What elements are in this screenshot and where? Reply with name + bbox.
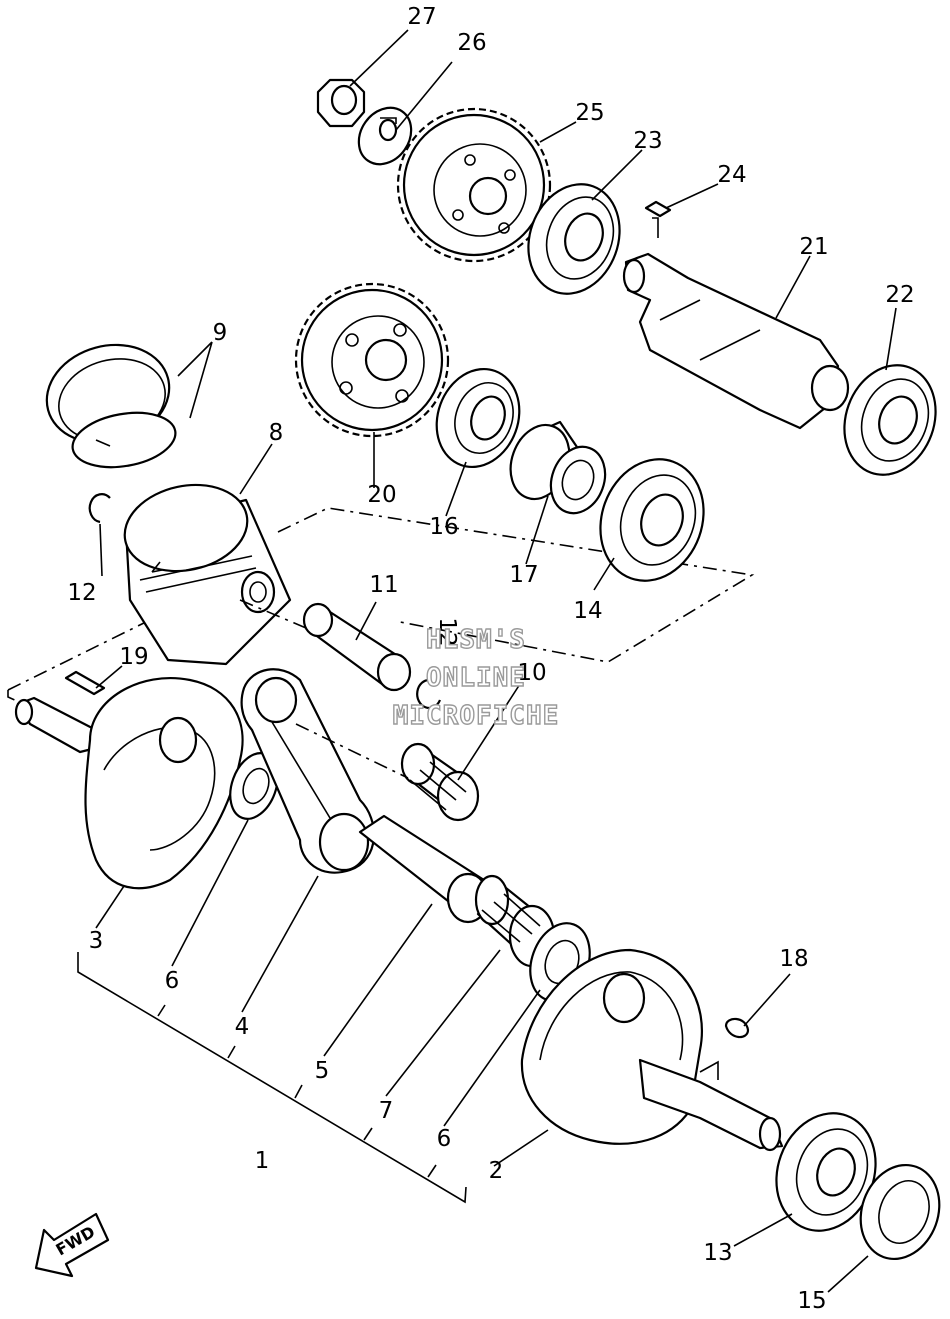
- callout-11: 11: [369, 572, 398, 598]
- callout-26: 26: [457, 30, 486, 56]
- key-19: [64, 670, 106, 696]
- callout-18: 18: [779, 946, 808, 972]
- callout-17: 17: [509, 562, 538, 588]
- piston-rings-9: [45, 343, 177, 469]
- bearing-14: [599, 458, 705, 582]
- callout-3: 3: [89, 928, 104, 954]
- piston-pin-11: [302, 602, 412, 692]
- callout-4: 4: [235, 1014, 250, 1040]
- crank-2-right: [520, 948, 784, 1152]
- callout-23: 23: [633, 128, 662, 154]
- woodruff-key-18: [724, 1017, 750, 1039]
- bearing-group-bracket: [277, 507, 755, 663]
- callout-10: 10: [517, 660, 546, 686]
- callout-19: 19: [119, 644, 148, 670]
- callout-labels: 1 2 3 4 5 6 6 7 8 9 10 11 12 12 13 14 15…: [67, 4, 914, 1314]
- forward-direction-arrow: FWD: [34, 1212, 110, 1278]
- callout-13: 13: [703, 1240, 732, 1266]
- callout-12-right: 12: [434, 617, 460, 646]
- circlip-12-right: [416, 678, 442, 710]
- watermark: HLSM'S ONLINE MICROFICHE: [392, 624, 560, 731]
- watermark-line-2: ONLINE: [426, 663, 526, 693]
- bearing-13: [775, 1112, 877, 1232]
- watermark-line-1: HLSM'S: [426, 625, 526, 655]
- bearing-16: [435, 367, 521, 469]
- key-24: [644, 200, 672, 238]
- callout-14: 14: [573, 598, 602, 624]
- lock-washer-26: [357, 106, 413, 166]
- washer-6-left: [229, 752, 279, 820]
- balancer-shaft-21: [622, 252, 850, 430]
- callout-12-left: 12: [67, 580, 96, 606]
- gear-25: [396, 107, 552, 263]
- callout-6-left: 6: [165, 968, 180, 994]
- callout-27: 27: [407, 4, 436, 30]
- needle-bearing-10: [400, 742, 480, 822]
- callout-9: 9: [213, 320, 228, 346]
- circlip-12-left: [88, 493, 111, 524]
- callout-24: 24: [717, 162, 746, 188]
- callout-5: 5: [315, 1058, 330, 1084]
- piston-8: [123, 483, 292, 666]
- callout-8: 8: [269, 420, 284, 446]
- callout-16: 16: [429, 514, 458, 540]
- crank-pin-5: [358, 814, 490, 924]
- callout-21: 21: [799, 234, 828, 260]
- collar-17: [509, 420, 607, 515]
- callout-15: 15: [797, 1288, 826, 1314]
- connecting-rod-4: [240, 668, 375, 874]
- oil-seal-15: [859, 1163, 941, 1261]
- callout-7: 7: [379, 1098, 394, 1124]
- bearing-22: [843, 364, 937, 476]
- assembly-bracket: [7, 619, 467, 1204]
- leader-lines: [95, 29, 897, 1293]
- centerlines: [239, 599, 409, 779]
- callout-2: 2: [489, 1158, 504, 1184]
- callout-25: 25: [575, 100, 604, 126]
- watermark-line-3: MICROFICHE: [393, 701, 560, 731]
- crank-3-left: [14, 677, 244, 890]
- callout-20: 20: [367, 482, 396, 508]
- callout-1: 1: [255, 1148, 270, 1174]
- callout-6-right: 6: [437, 1126, 452, 1152]
- gear-20: [294, 282, 450, 438]
- callout-22: 22: [885, 282, 914, 308]
- nut-27: [316, 78, 366, 128]
